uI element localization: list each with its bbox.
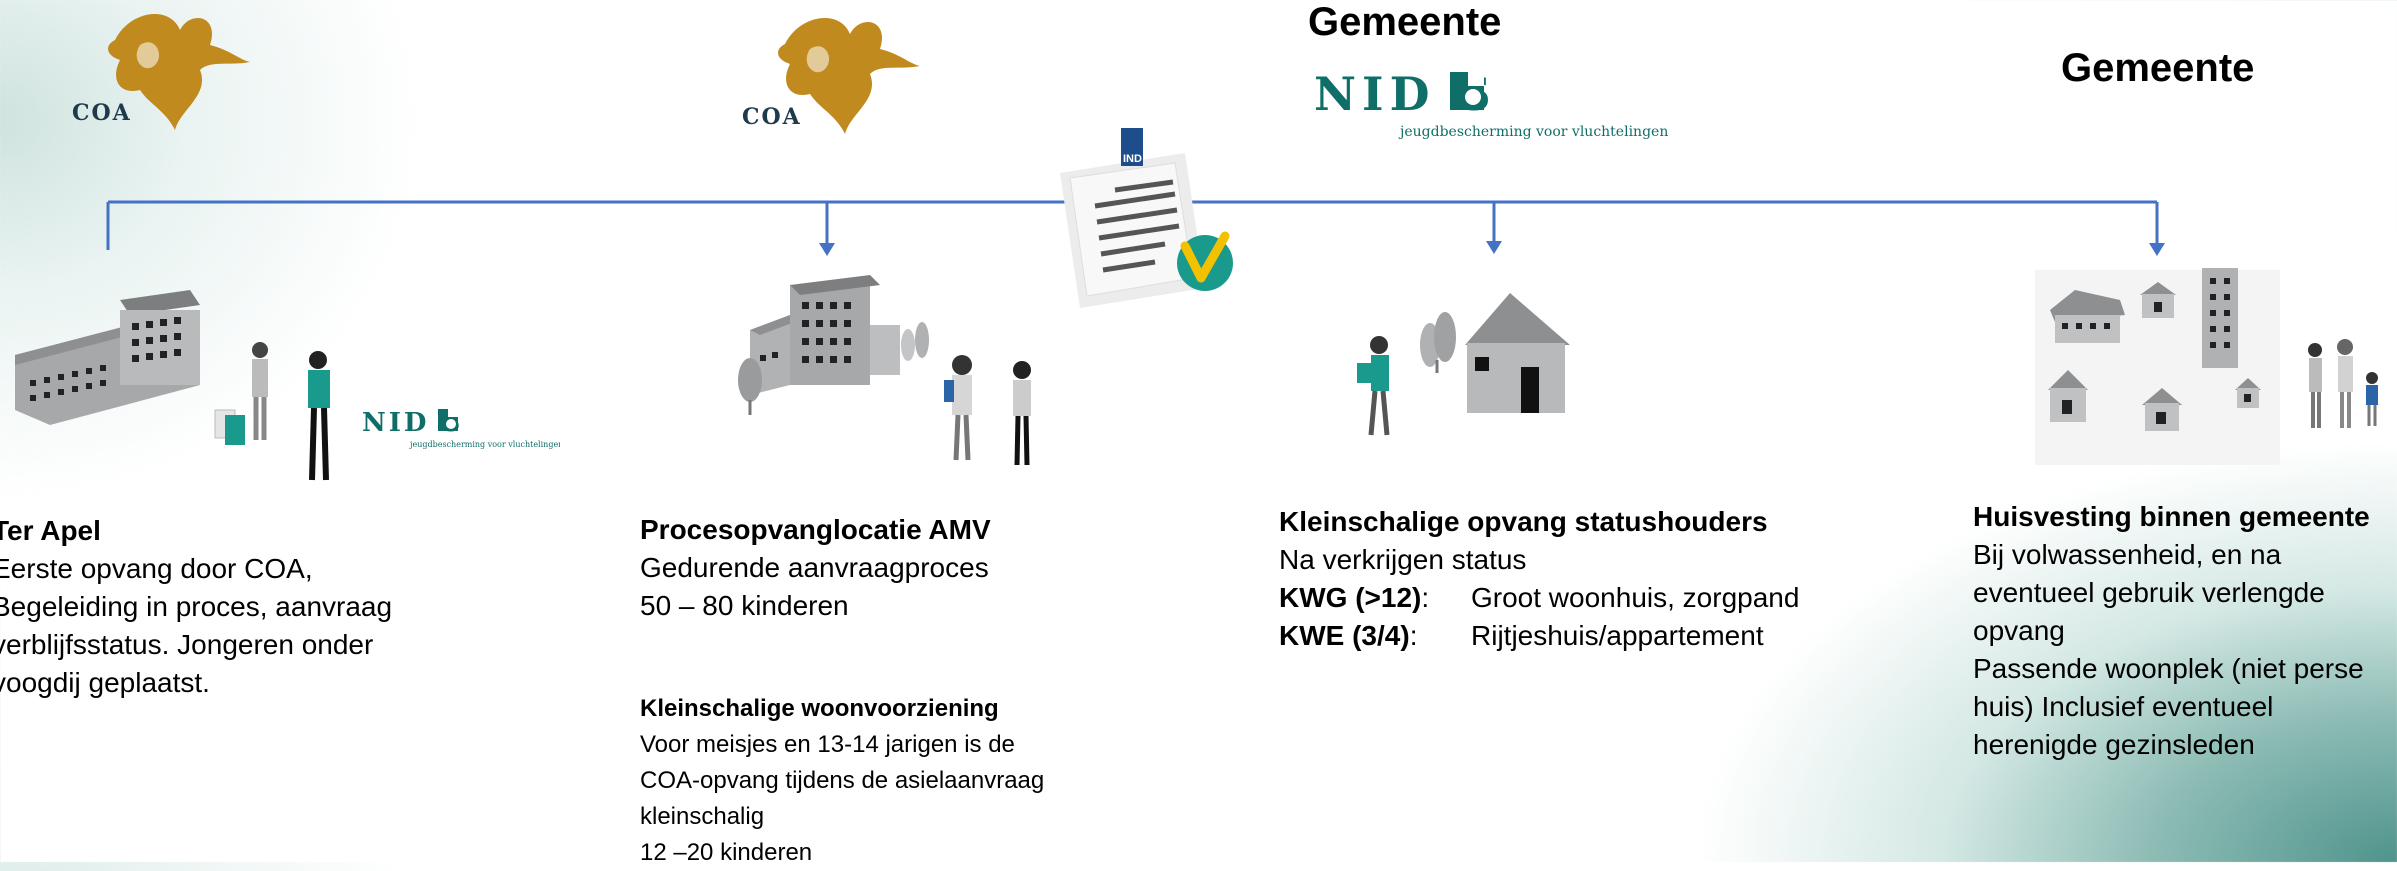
stage-line: Bij volwassenheid, en na — [1973, 539, 2282, 570]
coa-logo: COA — [742, 17, 920, 134]
ind-label: IND — [1123, 153, 1142, 165]
stage-title: Procesopvanglocatie AMV — [640, 514, 991, 545]
nidos-tagline: jeugdbescherming voor vluchtelingen — [409, 440, 560, 449]
stage-line: Passende woonplek (niet perse — [1973, 653, 2364, 684]
stage-line: herenigde gezinsleden — [1973, 729, 2255, 760]
huisvesting-illustration — [2035, 268, 2378, 465]
stage-line: Eerste opvang door COA, — [0, 553, 313, 584]
ter-apel-illustration — [15, 290, 330, 481]
stage-title: Kleinschalige opvang statushouders — [1279, 506, 1768, 537]
stage-line: Begeleiding in proces, aanvraag — [0, 591, 393, 622]
coa-logo-text: COA — [72, 100, 132, 126]
stage-line: eventueel gebruik verlengde — [1973, 577, 2325, 608]
stage-line: voogdij geplaatst. — [0, 667, 210, 698]
kwg-row: KWG (>12): Groot woonhuis, zorgpand — [1279, 579, 1899, 617]
kwe-row: KWE (3/4): Rijtjeshuis/appartement — [1279, 617, 1899, 655]
row-value: Rijtjeshuis/appartement — [1471, 620, 1764, 651]
huisvesting-text: Huisvesting binnen gemeente Bij volwasse… — [1973, 498, 2393, 764]
kleinschalige-woonvoorziening-text: Kleinschalige woonvoorziening Voor meisj… — [640, 691, 1200, 871]
row-key: KWE (3/4) — [1279, 620, 1410, 651]
stage-line: verblijfsstatus. Jongeren onder — [0, 629, 374, 660]
coa-logo: COA — [72, 13, 251, 130]
ind-document-icon: IND — [1060, 128, 1233, 308]
stage-line: Voor meisjes en 13-14 jarigen is de — [640, 731, 1015, 758]
stage-line: Gedurende aanvraagproces — [640, 552, 989, 583]
pol-illustration — [738, 275, 1031, 466]
nidos-logo: NID S jeugdbescherming voor vluchtelinge… — [1314, 67, 1668, 140]
gemeente-header: Gemeente — [2061, 46, 2255, 90]
gemeente-header: Gemeente — [1308, 0, 1502, 44]
kleinschalig-text: Kleinschalige opvang statushouders Na ve… — [1279, 503, 1899, 655]
stage-line: opvang — [1973, 615, 2065, 646]
ter-apel-text: Ter Apel Eerste opvang door COA, Begelei… — [0, 512, 432, 702]
arrow-head — [2149, 243, 2165, 256]
stage-line: 50 – 80 kinderen — [640, 590, 849, 621]
nidos-logo-small: NID S jeugdbescherming voor vluchtelinge… — [362, 408, 560, 449]
stage-title: Ter Apel — [0, 515, 101, 546]
row-sep: : — [1409, 620, 1418, 651]
row-key: KWG (>12) — [1279, 582, 1422, 613]
stage-line: Na verkrijgen status — [1279, 544, 1527, 575]
coa-logo-text: COA — [742, 104, 802, 130]
nidos-tagline: jeugdbescherming voor vluchtelingen — [1398, 124, 1668, 140]
arrow-head — [819, 243, 835, 256]
row-value: Groot woonhuis, zorgpand — [1471, 582, 1800, 613]
kleinschalig-illustration — [1357, 293, 1570, 436]
stage-line: huis) Inclusief eventueel — [1973, 691, 2274, 722]
stage-subtitle: Kleinschalige woonvoorziening — [640, 695, 999, 722]
arrow-head — [1486, 241, 1502, 254]
stage-line: COA-opvang tijdens de asielaanvraag — [640, 767, 1045, 794]
row-sep: : — [1421, 582, 1430, 613]
stage-title: Huisvesting binnen gemeente — [1973, 501, 2370, 532]
stage-line: kleinschalig — [640, 803, 765, 830]
stage-line: 12 –20 kinderen — [640, 839, 813, 866]
pol-text: Procesopvanglocatie AMV Gedurende aanvra… — [640, 511, 1160, 625]
